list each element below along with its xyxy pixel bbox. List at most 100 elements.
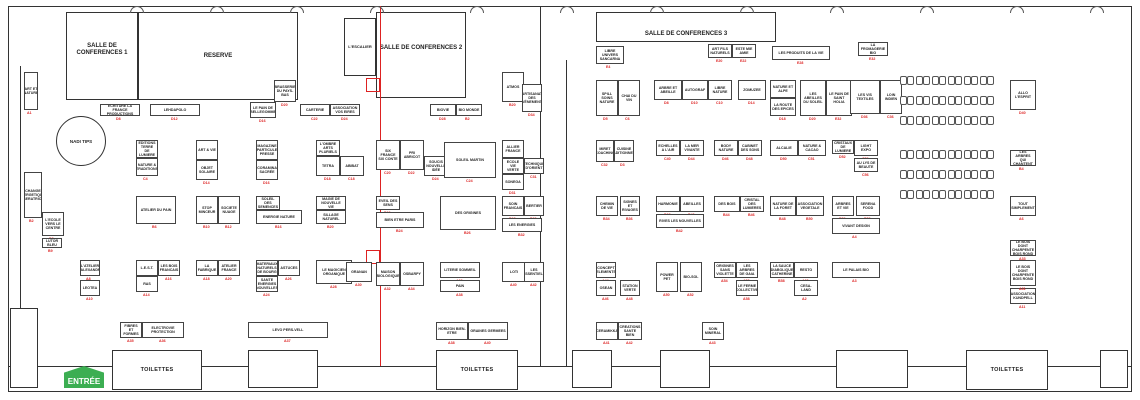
stand-booth[interactable]: BIO-SOL	[680, 262, 702, 292]
stand-booth[interactable]: ART FILS NATURELS	[708, 44, 732, 58]
stand-booth[interactable]: LOTI	[502, 262, 526, 282]
stand-booth[interactable]: TECHNIQUE D'ORIENT	[524, 158, 544, 174]
stand-booth[interactable]: MAGIE DE NOUVELLE VIE	[316, 196, 346, 210]
stand-booth[interactable]: BRASSERIE DU PAYS-BAS	[274, 80, 296, 102]
stand-booth[interactable]: CUISINE TRADITIONNELLE	[614, 140, 634, 162]
stand-booth[interactable]: ART & VIE	[196, 140, 218, 160]
conference-room-3[interactable]: SALLE DE CONFERENCES 3	[596, 12, 776, 42]
stand-booth[interactable]: L'ECOLE VERS LE CENTRE	[42, 212, 64, 236]
stand-booth[interactable]: HORIZON BIEN-ETRE	[436, 322, 468, 340]
stand-booth[interactable]: LOIN INDIEN	[880, 80, 902, 114]
stand-booth[interactable]: L.E.S.T.	[136, 260, 158, 276]
stand-booth[interactable]: CREATIONS SANTE BIEN	[618, 322, 642, 340]
stand-booth[interactable]: LES ARBRES QUI CHANTENT	[1010, 150, 1036, 166]
stand-booth[interactable]: LES ABEILLES DU SOLEIL	[800, 80, 826, 116]
conference-room-1[interactable]: SALLE DE CONFERENCES 1	[66, 12, 138, 100]
stand-booth[interactable]: CRISTAL DES LUMIERES	[740, 196, 764, 212]
stand-booth[interactable]: CRISTAUX DE LUMIERE	[832, 140, 854, 154]
stand-booth[interactable]: LUTOR BLEU	[42, 238, 62, 248]
stand-booth[interactable]: LA SAUCE DIABOLIQUE CATHERINE	[770, 262, 794, 278]
stand-booth[interactable]: ZOMUZEE	[738, 80, 766, 100]
stand-booth[interactable]: LES ENERGIES	[502, 218, 542, 232]
stand-booth[interactable]: BODY NATURE	[714, 140, 738, 156]
stand-booth[interactable]: CORAMINA SACRÉE	[256, 160, 278, 180]
stand-booth[interactable]: CARTERIE	[300, 104, 330, 116]
stand-booth[interactable]: ATELIER DU PAIN	[136, 196, 176, 224]
stand-booth[interactable]: NATURE & TRADITIONS	[136, 158, 158, 176]
stand-booth[interactable]: LA MER VIVANTE	[680, 140, 704, 156]
stand-booth[interactable]: CHAI DU VIN	[618, 80, 640, 116]
stand-booth[interactable]: POWER PET	[656, 262, 678, 292]
stand-booth[interactable]: LE BOIS DONT CHARPENTE BOIS ROND	[1010, 260, 1036, 286]
stand-booth[interactable]: AUTOGRAF	[682, 80, 708, 100]
stand-booth[interactable]: ECHANGES ENERGETIQUES LIBERATRICES	[24, 172, 42, 218]
stand-booth[interactable]: LIBRE UNIVERS SANCARNA	[596, 46, 624, 64]
stand-booth[interactable]: LITERIE SOMMEIL	[440, 262, 480, 278]
stand-booth[interactable]: CABINET DES SONS	[738, 140, 762, 156]
stand-booth[interactable]: GRANAN	[346, 262, 372, 282]
stand-booth[interactable]: LEHDAPOLO	[150, 104, 200, 116]
stand-booth[interactable]: ALCALIE	[770, 140, 798, 156]
stand-booth[interactable]: EDITIONS TERRE DE LUMIERE	[136, 140, 158, 158]
stand-booth[interactable]: VIVANT DESIGN	[832, 218, 880, 234]
stand-booth[interactable]: L'OMBRE ARTS PLURIELS	[316, 140, 340, 156]
stand-booth[interactable]: ASTUCES	[278, 260, 300, 276]
stand-booth[interactable]: ARTISANAT DES ÉVÉNEMENTS	[522, 84, 542, 112]
stand-booth[interactable]: TETRA	[316, 156, 340, 176]
stand-booth[interactable]: SPILL SOINS NATURE	[596, 80, 618, 116]
stand-booth[interactable]: BIOVIE	[430, 104, 456, 116]
stand-booth[interactable]: SOCIETE NUAGE	[218, 196, 240, 224]
stand-booth[interactable]: LA FABRIQUE	[196, 260, 218, 276]
stand-booth[interactable]: LIBRE NATURE	[708, 80, 732, 100]
conference-room-2[interactable]: SALLE DE CONFERENCES 2	[376, 12, 466, 98]
stand-booth[interactable]: OSEAN	[596, 280, 616, 296]
stand-booth[interactable]: RIVES LES NOUVELLES	[656, 214, 704, 228]
stand-booth[interactable]: CHEMIN DE VIE	[596, 196, 618, 216]
stand-booth[interactable]: SIX FRANCE SIX CONTE	[376, 140, 400, 170]
stand-booth[interactable]: MIRET COACHING	[596, 140, 614, 162]
stand-booth[interactable]: BERTIER	[524, 196, 544, 216]
stand-booth[interactable]: LEOTEA	[80, 280, 100, 296]
stand-booth[interactable]: ABEILLES	[680, 196, 704, 212]
stand-booth[interactable]: SERENA FOOD	[856, 196, 880, 216]
stand-booth[interactable]: LA FROMAGERIE BIO	[858, 42, 888, 56]
stand-booth[interactable]: LES ARBRES DE GAIA	[736, 262, 758, 278]
stand-booth[interactable]: STATION VERTE	[620, 280, 640, 296]
stand-booth[interactable]: ARBRES ET VIE	[832, 196, 854, 216]
stand-booth[interactable]: PAIN	[440, 280, 480, 292]
stand-booth[interactable]: NATURE DE LA FORET	[770, 196, 796, 216]
stand-booth[interactable]: ABIBAT	[340, 156, 364, 176]
stand-booth[interactable]: LES VIS TEXTILES	[850, 80, 880, 114]
stand-booth[interactable]: LIGHT EXPO	[854, 140, 878, 156]
stand-booth[interactable]: MATERIAUX NATURELS DE BOURG	[256, 260, 278, 276]
stand-booth[interactable]: RESTO	[794, 262, 818, 278]
stand-booth[interactable]: ASSOCIATION VOS EIRES	[330, 104, 360, 116]
stand-booth[interactable]: LE PAIN DE BELLEGOMME	[250, 102, 276, 118]
kiosk[interactable]: NADI TIPS	[56, 116, 106, 166]
stand-booth[interactable]: ECHELLES A L'AIR	[656, 140, 680, 156]
stand-booth[interactable]: LES PRODUITS DE LA VIE	[772, 46, 830, 60]
entrance-sign[interactable]: ENTRÉE	[64, 366, 104, 388]
stand-booth[interactable]: ASSOCIATION VEGETALE	[796, 196, 824, 216]
stand-booth[interactable]: ESTE MIE AMIE	[732, 44, 756, 58]
stand-booth[interactable]: AU LYS DE BEAUTE	[854, 158, 878, 172]
stand-booth[interactable]: ATMOS	[502, 72, 524, 102]
stand-booth[interactable]: PRI ABRICOT	[400, 140, 424, 170]
stand-booth[interactable]: LA ROUTE DES EPICES	[770, 98, 796, 116]
stand-booth[interactable]: ORIGINES SANS VIOLETTE	[714, 262, 736, 278]
stand-booth[interactable]: MAGAZINE PARTICULE PRESSE	[256, 140, 278, 160]
stand-booth[interactable]: LE BOIS DONT CHARPENTE BOIS ROND	[1010, 240, 1036, 256]
stand-booth[interactable]: STOP MINCEUR	[196, 196, 218, 224]
stand-booth[interactable]: NATURE ET ALPE	[770, 80, 796, 98]
toilets-west[interactable]: TOILETTES	[112, 350, 202, 390]
stand-booth[interactable]: LES ESSENTIELS	[524, 262, 544, 282]
stand-booth[interactable]: BIO MONDE	[456, 104, 482, 116]
stand-booth[interactable]: HARMONIE	[656, 196, 680, 212]
stand-booth[interactable]: MAISON BIOLOGIQUE	[376, 262, 400, 286]
stand-booth[interactable]: OBJET SOLAIRE	[196, 160, 218, 180]
stand-booth[interactable]: SOLEIL MARTIN	[444, 142, 496, 178]
stand-booth[interactable]: ECRITURE LA FRANCE PRODUCTIONS	[100, 104, 140, 116]
stand-booth[interactable]: SILLAGE NATUREL	[316, 210, 346, 224]
stand-booth[interactable]: CERAMIKKA	[596, 322, 618, 340]
stand-booth[interactable]: GRAINES GERMEES	[468, 322, 508, 340]
